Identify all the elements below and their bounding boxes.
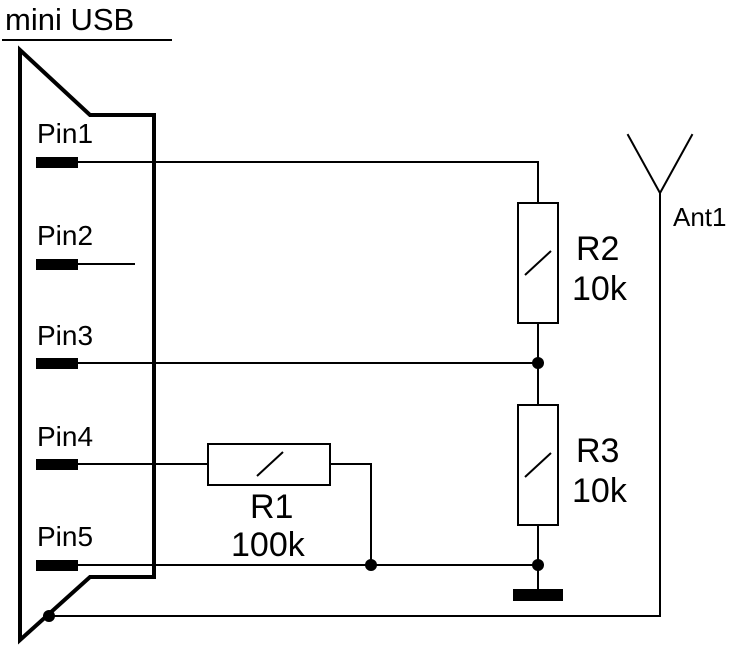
ground-symbol [513,589,563,601]
r3-value: 10k [572,472,628,510]
pin-2-label: Pin2 [37,220,93,251]
antenna-symbol [626,133,694,196]
junction-dot-ground [532,559,544,571]
pin-4-contact [36,459,78,470]
pin-4: Pin4 [36,421,93,470]
pin-3-label: Pin3 [37,320,93,351]
pin-2-contact [36,259,78,270]
junction-dot-r1-pin5 [365,559,377,571]
antenna-label: Ant1 [673,202,727,232]
pin-1-contact [36,157,78,168]
r1-value: 100k [231,526,306,564]
r1-name: R1 [250,488,293,526]
r2-value: 10k [572,270,628,308]
pin-4-label: Pin4 [37,421,93,452]
resistor-r3: R3 10k [517,404,628,526]
pin-5-contact [36,560,78,571]
junction-dot-shield [43,610,55,622]
usb-connector-body [18,45,156,645]
pin-1-label: Pin1 [37,118,93,149]
r2-symbol-slash [524,250,552,276]
pin-3: Pin3 [36,320,93,369]
r3-name: R3 [576,432,619,470]
r3-symbol-slash [524,452,552,478]
pin-5-label: Pin5 [37,521,93,552]
r1-symbol-slash [256,451,284,477]
pin-2: Pin2 [36,220,93,270]
resistor-r1: R1 100k [207,443,331,564]
junction-dot-r2-r3 [532,357,544,369]
connector-title: mini USB [5,2,134,37]
antenna-ant1: Ant1 [626,133,727,232]
resistor-r2: R2 10k [517,202,628,324]
pin-5: Pin5 [36,521,93,571]
r2-name: R2 [576,230,619,268]
pin-1: Pin1 [36,118,93,168]
pin-3-contact [36,358,78,369]
